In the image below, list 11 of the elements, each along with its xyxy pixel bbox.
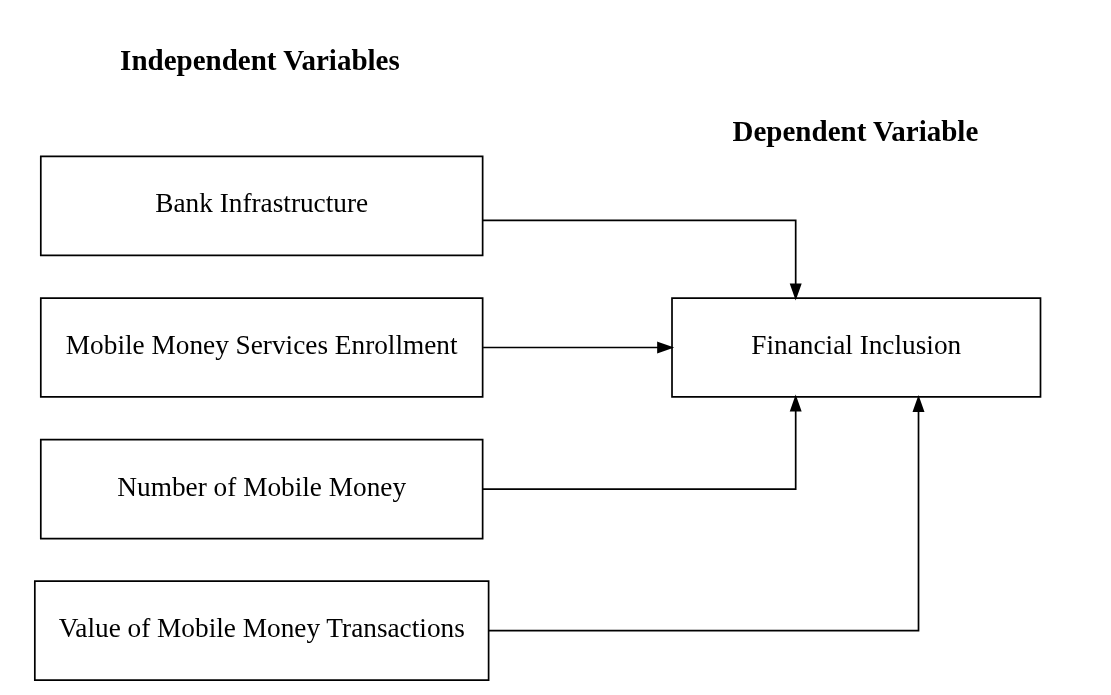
arrow — [481, 394, 802, 490]
node-box: Number of Mobile Money — [39, 438, 483, 540]
arrow — [481, 219, 802, 301]
node-box: Financial Inclusion — [670, 297, 1041, 398]
label: Independent Variables — [119, 43, 400, 76]
label: Dependent Variable — [732, 115, 978, 148]
node-box: Value of Mobile Money Transactions — [33, 580, 489, 682]
arrow — [481, 341, 674, 354]
node-box: Mobile Money Services Enrollment — [39, 297, 483, 398]
node-box: Bank Infrastructure — [39, 155, 483, 257]
arrow — [487, 394, 924, 632]
